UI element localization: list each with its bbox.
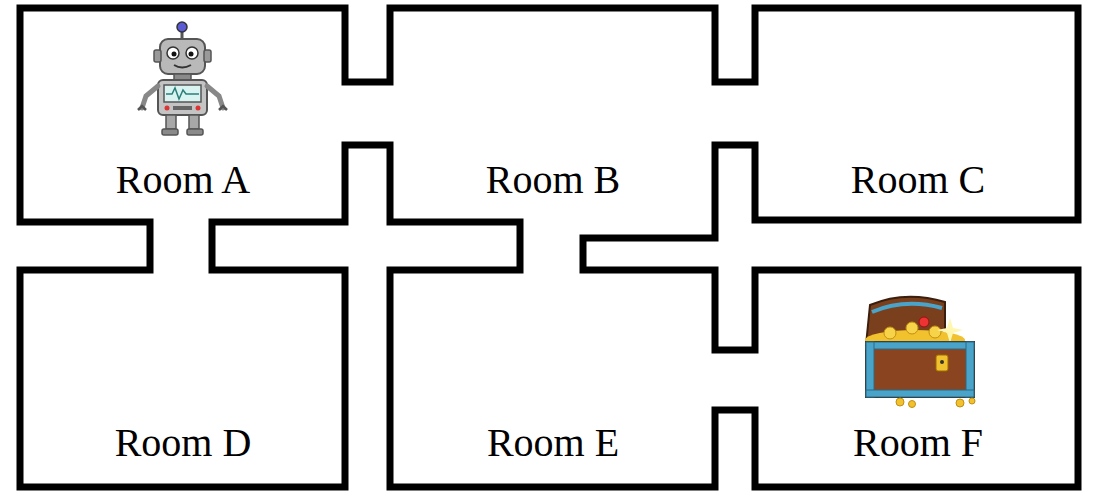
room: Room F	[758, 273, 1075, 484]
room: Room A	[24, 12, 342, 219]
room-name: Room B	[486, 157, 620, 203]
room: Room C	[758, 12, 1075, 217]
room: Room E	[393, 273, 712, 484]
room-name: Room D	[115, 420, 252, 466]
robot-icon	[138, 22, 227, 135]
room-name: Room C	[851, 157, 985, 203]
room: Room D	[24, 273, 342, 484]
room-name: Room F	[853, 420, 983, 466]
walls	[20, 8, 1078, 487]
room-name: Room A	[116, 157, 250, 203]
treasure-chest-icon	[865, 297, 975, 408]
room-name: Room E	[487, 420, 619, 466]
room: Room B	[393, 12, 712, 219]
